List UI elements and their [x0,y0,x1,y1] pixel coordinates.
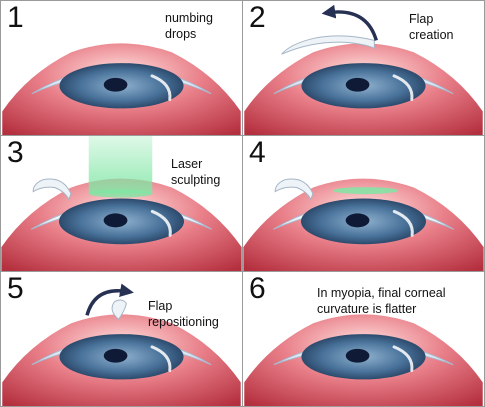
step-panel-1: 1 numbing drops [0,0,243,136]
step-number: 3 [7,136,24,169]
corneal-flap [281,35,375,55]
eye-illustration [244,314,483,406]
iris-highlight [392,345,414,373]
step-caption: Flap creation [409,12,454,42]
step-caption: numbing drops [165,11,213,41]
step-number: 4 [249,136,266,169]
laser-spot [88,189,153,198]
eye-illustration [2,283,241,406]
eye-illustration [1,136,242,271]
laser-beam [88,136,153,194]
pupil [345,77,370,92]
iris-highlight [150,345,172,373]
eye-illustration [243,178,484,271]
lift-arrow [321,4,378,41]
pupil [103,213,128,228]
step-panel-6: 6 In myopia, final corneal curvature is … [242,271,485,407]
pupil [345,213,370,228]
step-number: 5 [7,272,24,305]
iris-highlight [150,74,172,102]
corneal-flap [32,178,72,201]
iris-highlight [150,209,172,237]
step-caption: Laser sculpting [171,157,221,187]
eye-illustration [244,4,483,135]
ablation-zone [332,187,399,195]
step-number: 6 [249,272,266,305]
step-number: 1 [7,1,24,34]
pupil [345,348,370,363]
eye-illustration [2,43,241,135]
corneal-flap [274,178,314,201]
step-caption: Flap repositioning [148,299,219,329]
step-panel-4: 4 [242,135,485,272]
reposition-arrow [85,283,134,316]
pupil [103,348,128,363]
step-panel-2: 2 Flap creation [242,0,485,136]
step-number: 2 [249,1,266,34]
iris-highlight [392,209,414,237]
step-panel-3: 3 Laser sculpting [0,135,243,272]
iris-highlight [392,74,414,102]
corneal-flap [111,299,127,321]
pupil [103,77,128,92]
step-panel-5: 5 Flap repositioning [0,271,243,407]
step-caption: In myopia, final corneal curvature is fl… [317,286,446,316]
